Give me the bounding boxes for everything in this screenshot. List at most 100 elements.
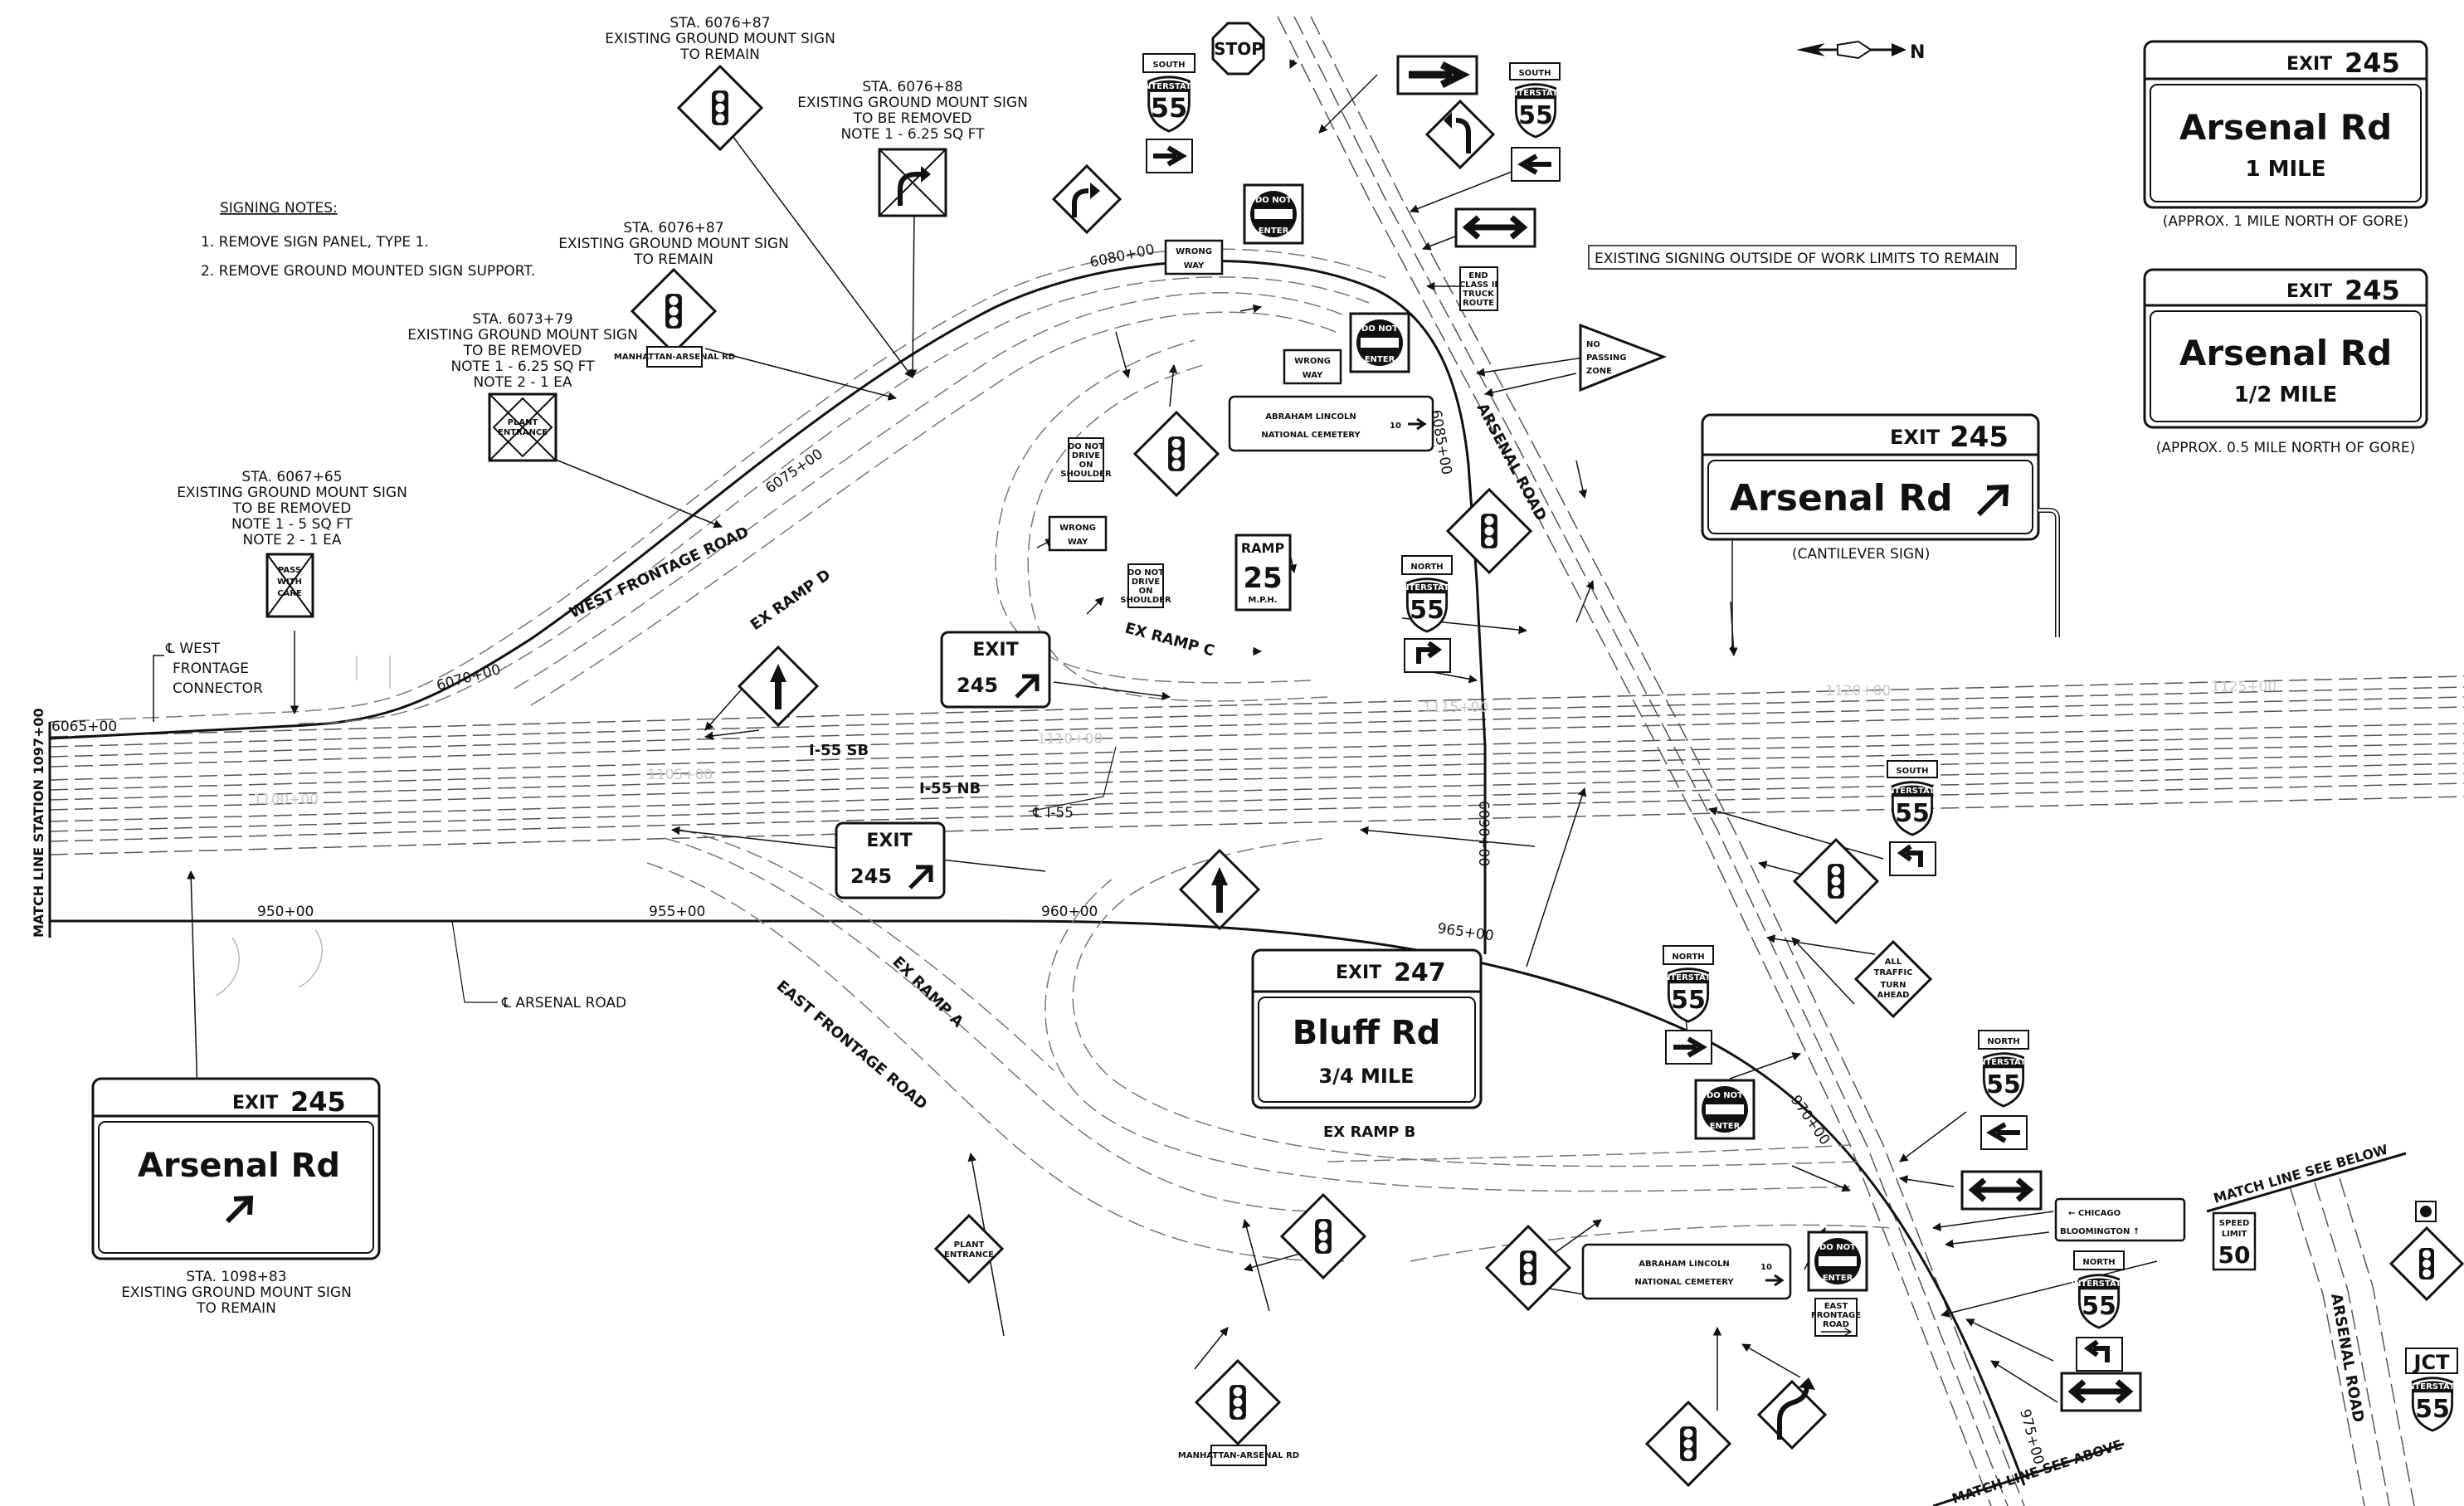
callout-1-line-1: STA. 6076+87 xyxy=(670,15,770,32)
station-1100: 1100+00 xyxy=(253,792,319,808)
all-traffic-turn-ahead-sign: ALL TRAFFIC TURN AHEAD xyxy=(1853,939,1933,1019)
callout-1-line-2: EXISTING GROUND MOUNT SIGN xyxy=(605,31,835,47)
do-not-enter-3: DO NOT ENTER xyxy=(1694,1079,1755,1140)
callout-2-line-2: EXISTING GROUND MOUNT SIGN xyxy=(797,95,1028,111)
speed-limit-l2: LIMIT xyxy=(2222,1230,2247,1239)
do-not-enter-2: DO NOT ENTER xyxy=(1349,312,1410,373)
route-number-7: 55 xyxy=(2082,1292,2116,1321)
north-label-1: NORTH xyxy=(1410,563,1443,572)
signal-ahead-sign-6 xyxy=(1279,1192,1367,1280)
reverse-curve-diamond xyxy=(1756,1377,1828,1450)
dnd-1-l2: DRIVE xyxy=(1072,451,1100,461)
g3-destination: Arsenal Rd xyxy=(1730,477,1953,519)
ramp-speed-value: 25 xyxy=(1243,562,1282,595)
g3-arrow-icon xyxy=(1976,484,2009,517)
left-arrow-icon xyxy=(1517,154,1551,175)
dne-4-top: DO NOT xyxy=(1819,1243,1856,1252)
callout-1: STA. 6076+87 EXISTING GROUND MOUNT SIGN … xyxy=(605,15,835,63)
do-not-enter-1: DO NOT ENTER xyxy=(1243,183,1304,245)
g4-exit: EXIT xyxy=(1336,963,1381,983)
manhattan-plaque-2: MANHATTAN-ARSENAL RD xyxy=(1178,1451,1299,1460)
east-frontage-l1: EAST xyxy=(1824,1302,1848,1311)
interstate-label-7: INTERSTATE xyxy=(2071,1279,2126,1289)
callout-2-line-1: STA. 6076+88 xyxy=(862,79,962,95)
wrong-way-2-l1: WRONG xyxy=(1294,357,1331,366)
wrong-way-3-l1: WRONG xyxy=(1059,524,1096,533)
label-ex-ramp-a: EX RAMP A xyxy=(889,953,967,1031)
lincoln-cemetery-sign-2: ABRAHAM LINCOLN NATIONAL CEMETERY 10 xyxy=(1581,1243,1792,1300)
arrow-sign-double xyxy=(1454,207,1536,248)
interstate-label-1: INTERSTATE xyxy=(1141,82,1196,91)
south-label-1: SOUTH xyxy=(1152,61,1185,70)
stop-sign-text: STOP xyxy=(1214,39,1264,59)
bloomington-label: BLOOMINGTON ↑ xyxy=(2060,1227,2140,1236)
chicago-label: ← CHICAGO xyxy=(2068,1209,2121,1218)
callout-6-line-2: EXISTING GROUND MOUNT SIGN xyxy=(121,1284,352,1301)
route-number-4: 55 xyxy=(1895,799,1930,828)
station-6065: 6065+00 xyxy=(51,719,117,735)
lincoln-2-l1: ABRAHAM LINCOLN xyxy=(1639,1260,1729,1269)
station-6090: 6090+00 xyxy=(1475,801,1492,866)
signal-ahead-sign-5 xyxy=(1792,837,1880,925)
dnd-1-l3: ON xyxy=(1079,461,1093,470)
label-ex-ramp-b: EX RAMP B xyxy=(1323,1123,1415,1141)
station-1110: 1110+00 xyxy=(1037,731,1103,748)
g1-destination: Arsenal Rd xyxy=(2179,107,2392,148)
plant-entrance-removed-l2: ENTRANCE xyxy=(498,428,548,437)
exit-sign-upper-exit: EXIT xyxy=(972,640,1018,660)
callout-4-line-3: TO BE REMOVED xyxy=(463,343,582,359)
dne-2-top: DO NOT xyxy=(1361,324,1398,334)
dnd-1-l1: DO NOT xyxy=(1068,442,1104,451)
signal-ahead-sign-1 xyxy=(676,64,764,152)
callout-4-line-5: NOTE 2 - 1 EA xyxy=(474,374,572,391)
station-955: 955+00 xyxy=(649,904,705,920)
turn-right-icon xyxy=(1416,641,1443,664)
label-east-frontage-road: EAST FRONTAGE ROAD xyxy=(773,977,931,1114)
g1-exit: EXIT xyxy=(2286,54,2332,75)
jct-assembly: JCT INTERSTATE 55 xyxy=(2404,1348,2461,1432)
dne-3-bottom: ENTER xyxy=(1710,1122,1741,1131)
exit-245-sign-lower: EXIT 245 xyxy=(835,821,946,899)
east-frontage-l3: ROAD xyxy=(1823,1320,1849,1329)
label-west-frontage-road: WEST FRONTAGE ROAD xyxy=(567,524,752,622)
signal-ahead-sign-2 xyxy=(630,267,718,355)
signing-note-2: 2. REMOVE GROUND MOUNTED SIGN SUPPORT. xyxy=(201,263,535,280)
end-truck-route-sign: END CLASS II TRUCK ROUTE xyxy=(1459,266,1498,311)
route-assembly-north-4: NORTH INTERSTATE 55 xyxy=(2071,1250,2127,1372)
north-label-3: NORTH xyxy=(1987,1037,2019,1046)
wrong-way-1-l1: WRONG xyxy=(1176,247,1212,256)
dne-2-bottom: ENTER xyxy=(1365,355,1395,364)
callout-4: STA. 6073+79 EXISTING GROUND MOUNT SIGN … xyxy=(407,311,638,391)
g4-destination: Bluff Rd xyxy=(1293,1014,1440,1052)
arrow-sign-right-large xyxy=(1396,55,1478,95)
dnd-2-l4: SHOULDER xyxy=(1120,596,1171,605)
label-cl-west-1: ℄ WEST xyxy=(165,641,221,657)
east-frontage-road-sign: EAST FRONTAGE ROAD xyxy=(1811,1298,1861,1337)
callout-5: STA. 6067+65 EXISTING GROUND MOUNT SIGN … xyxy=(177,469,407,548)
match-line-right: MATCH LINE SEE BELOW xyxy=(2212,1141,2390,1206)
pass-with-care-l2: WITH xyxy=(277,578,302,587)
all-traffic-l2: TRAFFIC xyxy=(1874,968,1913,977)
manhattan-plaques: MANHATTAN-ARSENAL RD MANHATTAN-ARSENAL R… xyxy=(614,346,1299,1466)
lane-merge-sign-2 xyxy=(1178,848,1261,931)
callout-3-line-3: TO REMAIN xyxy=(633,251,713,268)
all-traffic-l3: TURN xyxy=(1880,981,1906,990)
callout-2-line-4: NOTE 1 - 6.25 SQ FT xyxy=(840,126,985,143)
signal-ahead-sign-7 xyxy=(1484,1224,1572,1312)
station-975: 975+00 xyxy=(2016,1407,2047,1466)
callout-4-line-2: EXISTING GROUND MOUNT SIGN xyxy=(407,327,638,344)
label-ex-ramp-d: EX RAMP D xyxy=(747,566,834,634)
callout-6: STA. 1098+83 EXISTING GROUND MOUNT SIGN … xyxy=(121,1269,352,1317)
wrong-way-2-l2: WAY xyxy=(1303,371,1323,380)
plant-entrance-removed-l1: PLANT xyxy=(508,418,538,427)
g2-note: (APPROX. 0.5 MILE NORTH OF GORE) xyxy=(2156,440,2416,456)
no-passing-l3: ZONE xyxy=(1586,367,1612,376)
guide-sign-arsenal-half-mile: EXIT 245 Arsenal Rd 1/2 MILE (APPROX. 0.… xyxy=(2143,268,2428,456)
north-arrow-label: N xyxy=(1910,42,1925,63)
speed-limit-value: 50 xyxy=(2218,1241,2251,1269)
signal-ahead-sign-3 xyxy=(1132,410,1220,498)
pass-with-care-l1: PASS xyxy=(278,566,301,575)
ramp-label: RAMP xyxy=(1241,540,1285,556)
interstate-label-4: INTERSTATE xyxy=(1884,787,1940,796)
removed-sign-pass-with-care: PASS WITH CARE xyxy=(265,553,314,618)
